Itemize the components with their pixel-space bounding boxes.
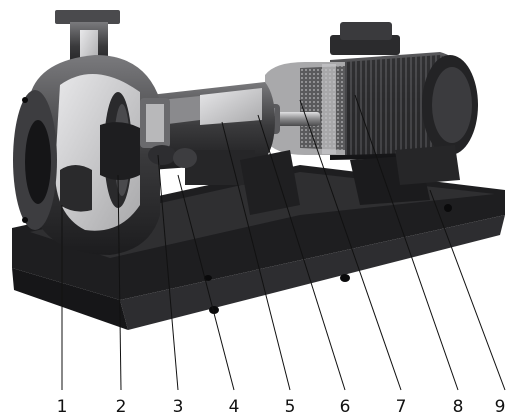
leader-line-6 xyxy=(257,114,346,391)
leader-line-9 xyxy=(429,189,506,391)
leader-line-4 xyxy=(177,174,235,391)
mechanical-seal xyxy=(140,98,197,168)
callout-label-3: 3 xyxy=(173,397,184,417)
callout-label-5: 5 xyxy=(285,397,296,417)
leader-line-5 xyxy=(221,121,291,391)
callout-label-4: 4 xyxy=(229,397,240,417)
callout-label-7: 7 xyxy=(396,397,407,417)
impeller xyxy=(100,92,140,208)
leader-line-7 xyxy=(299,99,402,391)
callout-label-9: 9 xyxy=(495,397,506,417)
callout-labels: 1 2 3 4 5 6 7 8 9 xyxy=(57,397,506,417)
leader-line-2 xyxy=(117,174,122,391)
leader-line-3 xyxy=(157,154,179,391)
electric-motor xyxy=(330,22,478,205)
leader-line-8 xyxy=(354,94,459,391)
leader-lines xyxy=(61,94,506,391)
callout-label-1: 1 xyxy=(57,397,68,417)
callout-label-6: 6 xyxy=(340,397,351,417)
coupling-guard xyxy=(265,62,345,155)
callout-label-2: 2 xyxy=(116,397,127,417)
callout-label-8: 8 xyxy=(453,397,464,417)
